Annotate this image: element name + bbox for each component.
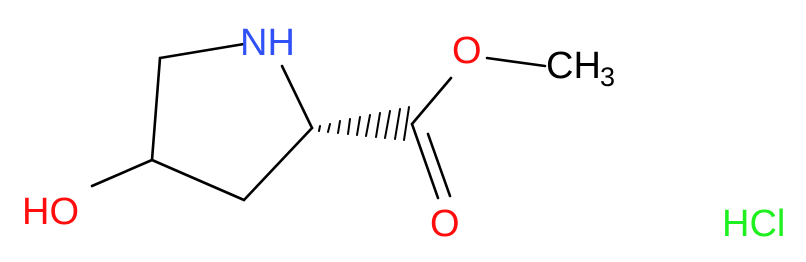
bond-c-o-double-1 <box>410 122 440 200</box>
hydroxyl-label: HO <box>22 191 79 233</box>
methyl-label: CH <box>546 45 601 87</box>
nitrogen-label: NH <box>240 22 295 64</box>
hydrochloride-label: HCl <box>722 203 785 245</box>
bond-c-o-double-2 <box>426 132 452 198</box>
bond-n-c5 <box>158 42 246 60</box>
ether-oxygen-label: O <box>452 30 482 72</box>
bond-o-ch3 <box>485 56 547 68</box>
bond-c2-n <box>280 64 314 130</box>
carbonyl-oxygen-label: O <box>430 203 460 245</box>
hashed-wedge-bond <box>318 106 410 141</box>
methyl-subscript: 3 <box>600 62 615 92</box>
bond-c3-c2 <box>242 126 314 202</box>
bond-c4-oh <box>90 158 154 188</box>
bond-c-o-ether <box>410 76 453 126</box>
bond-c5-c4 <box>150 56 162 162</box>
bond-c4-c3 <box>150 158 246 202</box>
